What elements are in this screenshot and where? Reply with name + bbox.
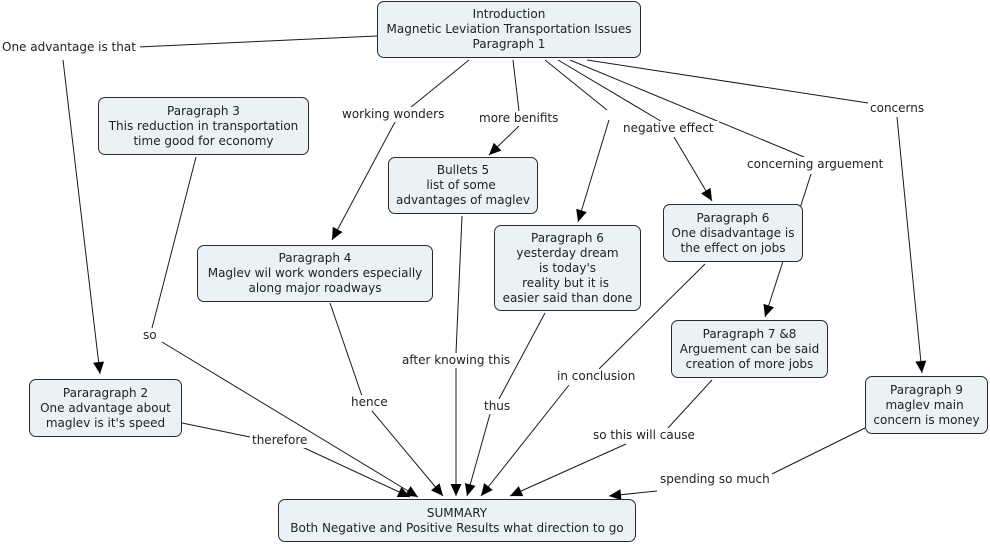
node-paragraph-6-disadvantage[interactable]: Paragraph 6 One disadvantage is the effe… [663,204,803,262]
link-l4-line-lower [577,119,610,223]
link-l2-line-upper [409,59,470,109]
link-l10-line-lower-arrowhead-icon [431,483,443,496]
link-label-after-knowing-this[interactable]: after knowing this [400,353,514,368]
link-l14-line-lower-arrowhead-icon [510,486,524,497]
node-paragraph-2[interactable]: Pararagraph 2 One advantage about maglev… [29,379,182,437]
link-l10-line-lower [371,410,444,497]
link-l15-line-upper [771,427,866,475]
node-paragraph-2-text: Pararagraph 2 One advantage about maglev… [40,385,171,430]
link-l7-line-lower-arrowhead-icon [915,360,927,373]
link-l9-line-lower [299,445,411,498]
link-l8-line-lower-arrowhead-icon [404,486,418,497]
link-l8-line-lower [161,341,419,498]
link-l10-line-upper [329,302,363,397]
link-l4-line-lower-arrowhead-icon [576,208,587,222]
link-label-thus[interactable]: thus [482,399,513,414]
link-l9-line-lower-arrowhead-icon [396,486,410,497]
link-l1-line-upper [137,35,378,48]
link-l14-line-upper [667,379,713,429]
node-paragraph-9-text: Paragraph 9 maglev main concern is money [873,382,980,427]
link-l5-line-upper [557,59,665,124]
link-l3-line-lower-arrowhead-icon [489,142,502,155]
node-bullets-5[interactable]: Bullets 5 list of some advantages of mag… [388,157,538,214]
link-label-spending-so-much[interactable]: spending so much [658,472,772,487]
link-l8-line-upper [151,156,197,329]
node-paragraph-7-8-text: Paragraph 7 &8 Arguement can be said cre… [679,326,820,371]
link-label-therefore[interactable]: therefore [250,433,312,448]
link-l12-line-lower [466,413,491,497]
node-introduction[interactable]: Introduction Magnetic Leviation Transpor… [377,1,641,58]
link-l6-line-upper [569,59,805,158]
link-l5-line-lower [673,136,713,202]
link-l7-line-lower [896,116,923,374]
link-label-one-advantage[interactable]: One advantage is that [0,40,140,55]
link-l11-line-lower-arrowhead-icon [450,484,462,496]
link-l2-line-lower [331,121,396,241]
link-l6-line-lower-arrowhead-icon [763,303,774,317]
link-l1-line-lower-arrowhead-icon [93,361,105,374]
link-l12-line-lower-arrowhead-icon [464,482,476,496]
node-paragraph-4-text: Paragraph 4 Maglev wil work wonders espe… [207,251,423,295]
node-bullets-5-text: Bullets 5 list of some advantages of mag… [395,163,530,207]
link-label-concerning-arguement[interactable]: concerning arguement [745,157,887,172]
link-l7-line-upper [586,59,869,104]
link-label-working-wonders[interactable]: working wonders [340,107,448,122]
link-l15-line-lower-arrowhead-icon [609,489,622,501]
node-paragraph-6-yesterday-dream[interactable]: Paragraph 6 yesterday dream is today's r… [494,225,641,311]
link-label-so[interactable]: so [141,328,159,343]
link-label-hence[interactable]: hence [349,395,390,410]
link-label-concerns[interactable]: concerns [868,101,927,116]
link-l4-line-upper [544,59,608,111]
link-l2-line-lower-arrowhead-icon [332,226,343,240]
link-l3-line-upper [512,59,520,112]
node-paragraph-9[interactable]: Paragraph 9 maglev main concern is money [865,376,988,434]
node-paragraph-3-text: Paragraph 3 This reduction in transporta… [108,103,299,148]
node-paragraph-3[interactable]: Paragraph 3 This reduction in transporta… [98,97,309,155]
link-l14-line-lower [509,443,627,497]
link-label-negative-effect[interactable]: negative effect [621,121,719,136]
link-label-in-conclusion[interactable]: in conclusion [555,369,638,384]
node-paragraph-4[interactable]: Paragraph 4 Maglev wil work wonders espe… [197,245,433,302]
link-l11-line-upper [455,215,463,354]
link-l5-line-lower-arrowhead-icon [701,187,712,201]
link-label-more-benifits[interactable]: more benifits [477,111,561,126]
link-l13-line-upper [598,263,706,370]
link-l12-line-upper [498,312,546,400]
link-l1-line-lower [62,59,101,375]
node-paragraph-6-disadvantage-text: Paragraph 6 One disadvantage is the effe… [671,210,795,255]
link-l9-line-upper [181,422,251,438]
link-l13-line-lower [480,384,570,497]
link-label-so-this-will-cause[interactable]: so this will cause [591,428,698,443]
node-paragraph-7-8[interactable]: Paragraph 7 &8 Arguement can be said cre… [671,320,828,378]
node-summary-text: SUMMARY Both Negative and Positive Resul… [290,505,624,535]
node-introduction-text: Introduction Magnetic Leviation Transpor… [386,7,632,51]
node-paragraph-6-yesterday-dream-text: Paragraph 6 yesterday dream is today's r… [502,230,633,305]
node-summary[interactable]: SUMMARY Both Negative and Positive Resul… [278,499,636,542]
link-l13-line-lower-arrowhead-icon [481,483,493,496]
